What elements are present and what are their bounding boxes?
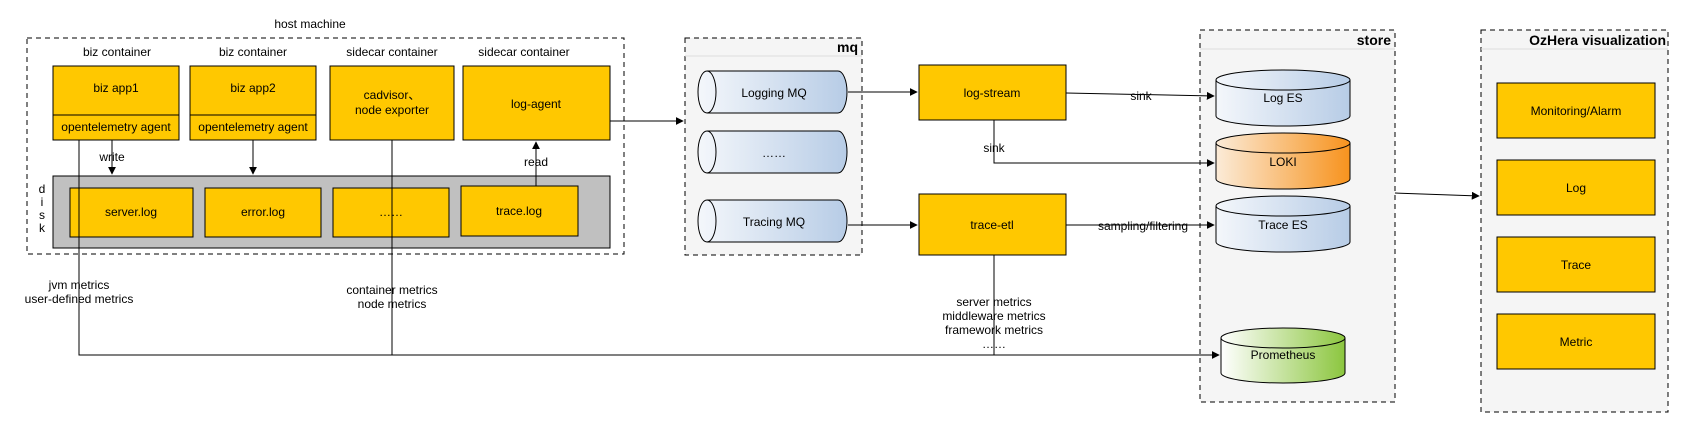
- loki-label: LOKI: [1269, 155, 1296, 169]
- sampling-filtering-label: sampling/filtering: [1098, 219, 1188, 233]
- cadvisor-label-line2: node exporter: [355, 103, 429, 117]
- tracing-mq-label: Tracing MQ: [743, 215, 805, 229]
- biz-app1-box[interactable]: [52, 65, 180, 141]
- monitoring-alarm-box[interactable]: [1496, 82, 1656, 139]
- edge-store-to-viz: [1394, 191, 1480, 200]
- log-agent-label: log-agent: [511, 97, 562, 111]
- disk-label-k: k: [39, 221, 46, 235]
- log-view-label: Log: [1566, 181, 1586, 195]
- host-machine-frame: [26, 37, 625, 255]
- metric-view-label: Metric: [1560, 335, 1593, 349]
- server-log-label: server.log: [105, 205, 157, 219]
- cadvisor-label-line1: cadvisor、: [364, 88, 421, 102]
- user-defined-metrics-label: user-defined metrics: [25, 292, 134, 306]
- disk-label-d: d: [39, 182, 46, 196]
- write-label: write: [98, 150, 125, 164]
- read-label: read: [524, 155, 548, 169]
- container-label-2: biz container: [219, 45, 287, 59]
- trace-log-box[interactable]: [460, 185, 579, 237]
- sink-label-1: sink: [1130, 89, 1152, 103]
- error-log-label: error.log: [241, 205, 285, 219]
- server-log-box[interactable]: [69, 187, 194, 238]
- biz-app2-box[interactable]: [189, 65, 317, 141]
- jvm-metrics-label: jvm metrics: [48, 278, 110, 292]
- log-es-label: Log ES: [1263, 91, 1302, 105]
- sink-label-2: sink: [983, 141, 1005, 155]
- loki-cylinder[interactable]: LOKI: [1215, 132, 1351, 190]
- tracing-mq[interactable]: Tracing MQ: [697, 199, 848, 243]
- trace-es-label: Trace ES: [1258, 218, 1308, 232]
- cadvisor-box[interactable]: [329, 65, 455, 141]
- store-group: store Log ES LOKI Trace ES Prometheus: [1199, 29, 1396, 403]
- log-stream-label: log-stream: [964, 86, 1021, 100]
- trace-log-label: trace.log: [496, 204, 542, 218]
- log-view-box[interactable]: [1496, 159, 1656, 216]
- mq-title: mq: [837, 39, 858, 55]
- more-log-label: ……: [379, 205, 403, 219]
- prometheus-cylinder[interactable]: Prometheus: [1220, 327, 1346, 384]
- trace-view-label: Trace: [1561, 258, 1592, 272]
- container-label-1: biz container: [83, 45, 151, 59]
- disk-label-s: s: [39, 208, 45, 222]
- log-stream-box[interactable]: [918, 64, 1067, 121]
- disk-label-i: i: [41, 195, 44, 209]
- biz-app1-label: biz app1: [93, 81, 139, 95]
- server-metrics-label: server metrics: [956, 295, 1031, 309]
- log-agent-box[interactable]: [462, 65, 611, 141]
- host-machine-group: host machine biz container biz container…: [26, 17, 625, 255]
- viz-group: OzHera visualization Monitoring/Alarm Lo…: [1480, 29, 1669, 413]
- logging-mq[interactable]: Logging MQ: [697, 70, 848, 114]
- more-mq-label: ……: [762, 146, 786, 160]
- middleware-metrics-label: middleware metrics: [942, 309, 1045, 323]
- container-label-3: sidecar container: [346, 45, 437, 59]
- mq-group: mq Logging MQ …… Tracing MQ: [684, 37, 863, 256]
- viz-title: OzHera visualization: [1529, 32, 1666, 48]
- trace-etl-box[interactable]: [918, 193, 1067, 256]
- trace-view-box[interactable]: [1496, 236, 1656, 293]
- error-log-box[interactable]: [204, 187, 322, 238]
- trace-etl-label: trace-etl: [970, 218, 1013, 232]
- monitoring-alarm-label: Monitoring/Alarm: [1531, 104, 1622, 118]
- edge-log-stream-to-log-es: [1065, 91, 1215, 100]
- container-metrics-label: container metrics: [346, 283, 437, 297]
- biz-app2-label: biz app2: [230, 81, 276, 95]
- host-machine-title: host machine: [274, 17, 346, 31]
- metric-view-box[interactable]: [1496, 313, 1656, 370]
- prometheus-label: Prometheus: [1251, 348, 1316, 362]
- more-mq[interactable]: ……: [697, 130, 848, 174]
- node-metrics-label: node metrics: [358, 297, 427, 311]
- edge-log-stream-to-loki: [993, 120, 1215, 167]
- framework-metrics-label: framework metrics: [945, 323, 1043, 337]
- container-label-4: sidecar container: [478, 45, 569, 59]
- logging-mq-label: Logging MQ: [741, 86, 806, 100]
- edge-metrics-to-prometheus: [78, 140, 1220, 359]
- more-log-box[interactable]: [332, 187, 450, 238]
- trace-es-cylinder[interactable]: Trace ES: [1215, 195, 1351, 253]
- biz-app2-agent-label: opentelemetry agent: [198, 120, 308, 134]
- log-es-cylinder[interactable]: Log ES: [1215, 69, 1351, 127]
- biz-app1-agent-label: opentelemetry agent: [61, 120, 171, 134]
- more-metrics-label: ……: [982, 337, 1006, 351]
- store-title: store: [1357, 32, 1391, 48]
